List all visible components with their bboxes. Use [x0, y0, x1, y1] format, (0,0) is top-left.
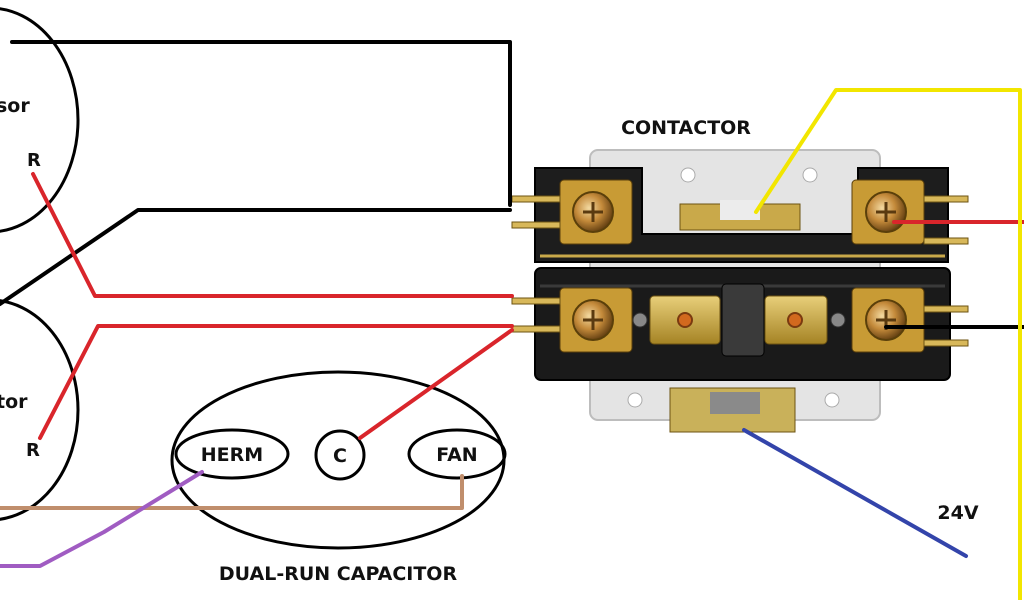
- compressor-r-terminal: R: [27, 150, 41, 171]
- fan-motor-outline: [0, 299, 80, 521]
- red-wire-compressor-r-to-t1: [31, 172, 514, 298]
- coil-voltage-label: 24V: [937, 502, 978, 524]
- terminal-l2: [851, 179, 925, 245]
- brown-wire-fan-to-motor: [0, 474, 464, 510]
- contactor-plunger: [721, 283, 765, 357]
- terminal-l1: [559, 179, 633, 245]
- black-wire-compressor-to-l1: [10, 40, 512, 207]
- black-wire-motors-to-l1: [0, 208, 512, 306]
- purple-wire-herm-to-compressor: [0, 470, 204, 568]
- contactor-label: CONTACTOR: [621, 117, 751, 139]
- wires: [0, 40, 1024, 600]
- mount-hole-icon: [627, 392, 643, 408]
- fan-terminal: [407, 428, 507, 480]
- terminal-t1: [559, 287, 633, 353]
- common-terminal: [314, 429, 366, 481]
- terminal-t2: [851, 287, 925, 353]
- compressor: sor R: [0, 7, 80, 233]
- herm-terminal: [174, 428, 290, 480]
- fan-motor-r-terminal: R: [26, 440, 40, 461]
- yellow-wire-coil: [754, 88, 1022, 600]
- common-label: C: [333, 445, 347, 467]
- fan-motor: tor R: [0, 299, 80, 521]
- compressor-label: sor: [0, 95, 30, 117]
- mount-hole-icon: [824, 392, 840, 408]
- blue-wire-coil: [742, 428, 968, 558]
- herm-label: HERM: [201, 444, 263, 466]
- mount-hole-icon: [680, 167, 696, 183]
- red-wire-common-to-t1: [358, 328, 514, 440]
- contactor: CONTACTOR: [511, 117, 969, 433]
- mount-hole-icon: [802, 167, 818, 183]
- compressor-outline: [0, 7, 80, 233]
- fan-label: FAN: [436, 444, 477, 466]
- capacitor-label: DUAL-RUN CAPACITOR: [219, 563, 458, 585]
- red-wire-fan-r-to-t1: [38, 324, 514, 440]
- contactor-top-housing: [534, 167, 949, 263]
- dual-run-capacitor: HERM C FAN DUAL-RUN CAPACITOR: [170, 370, 507, 585]
- fan-motor-label: tor: [0, 391, 28, 413]
